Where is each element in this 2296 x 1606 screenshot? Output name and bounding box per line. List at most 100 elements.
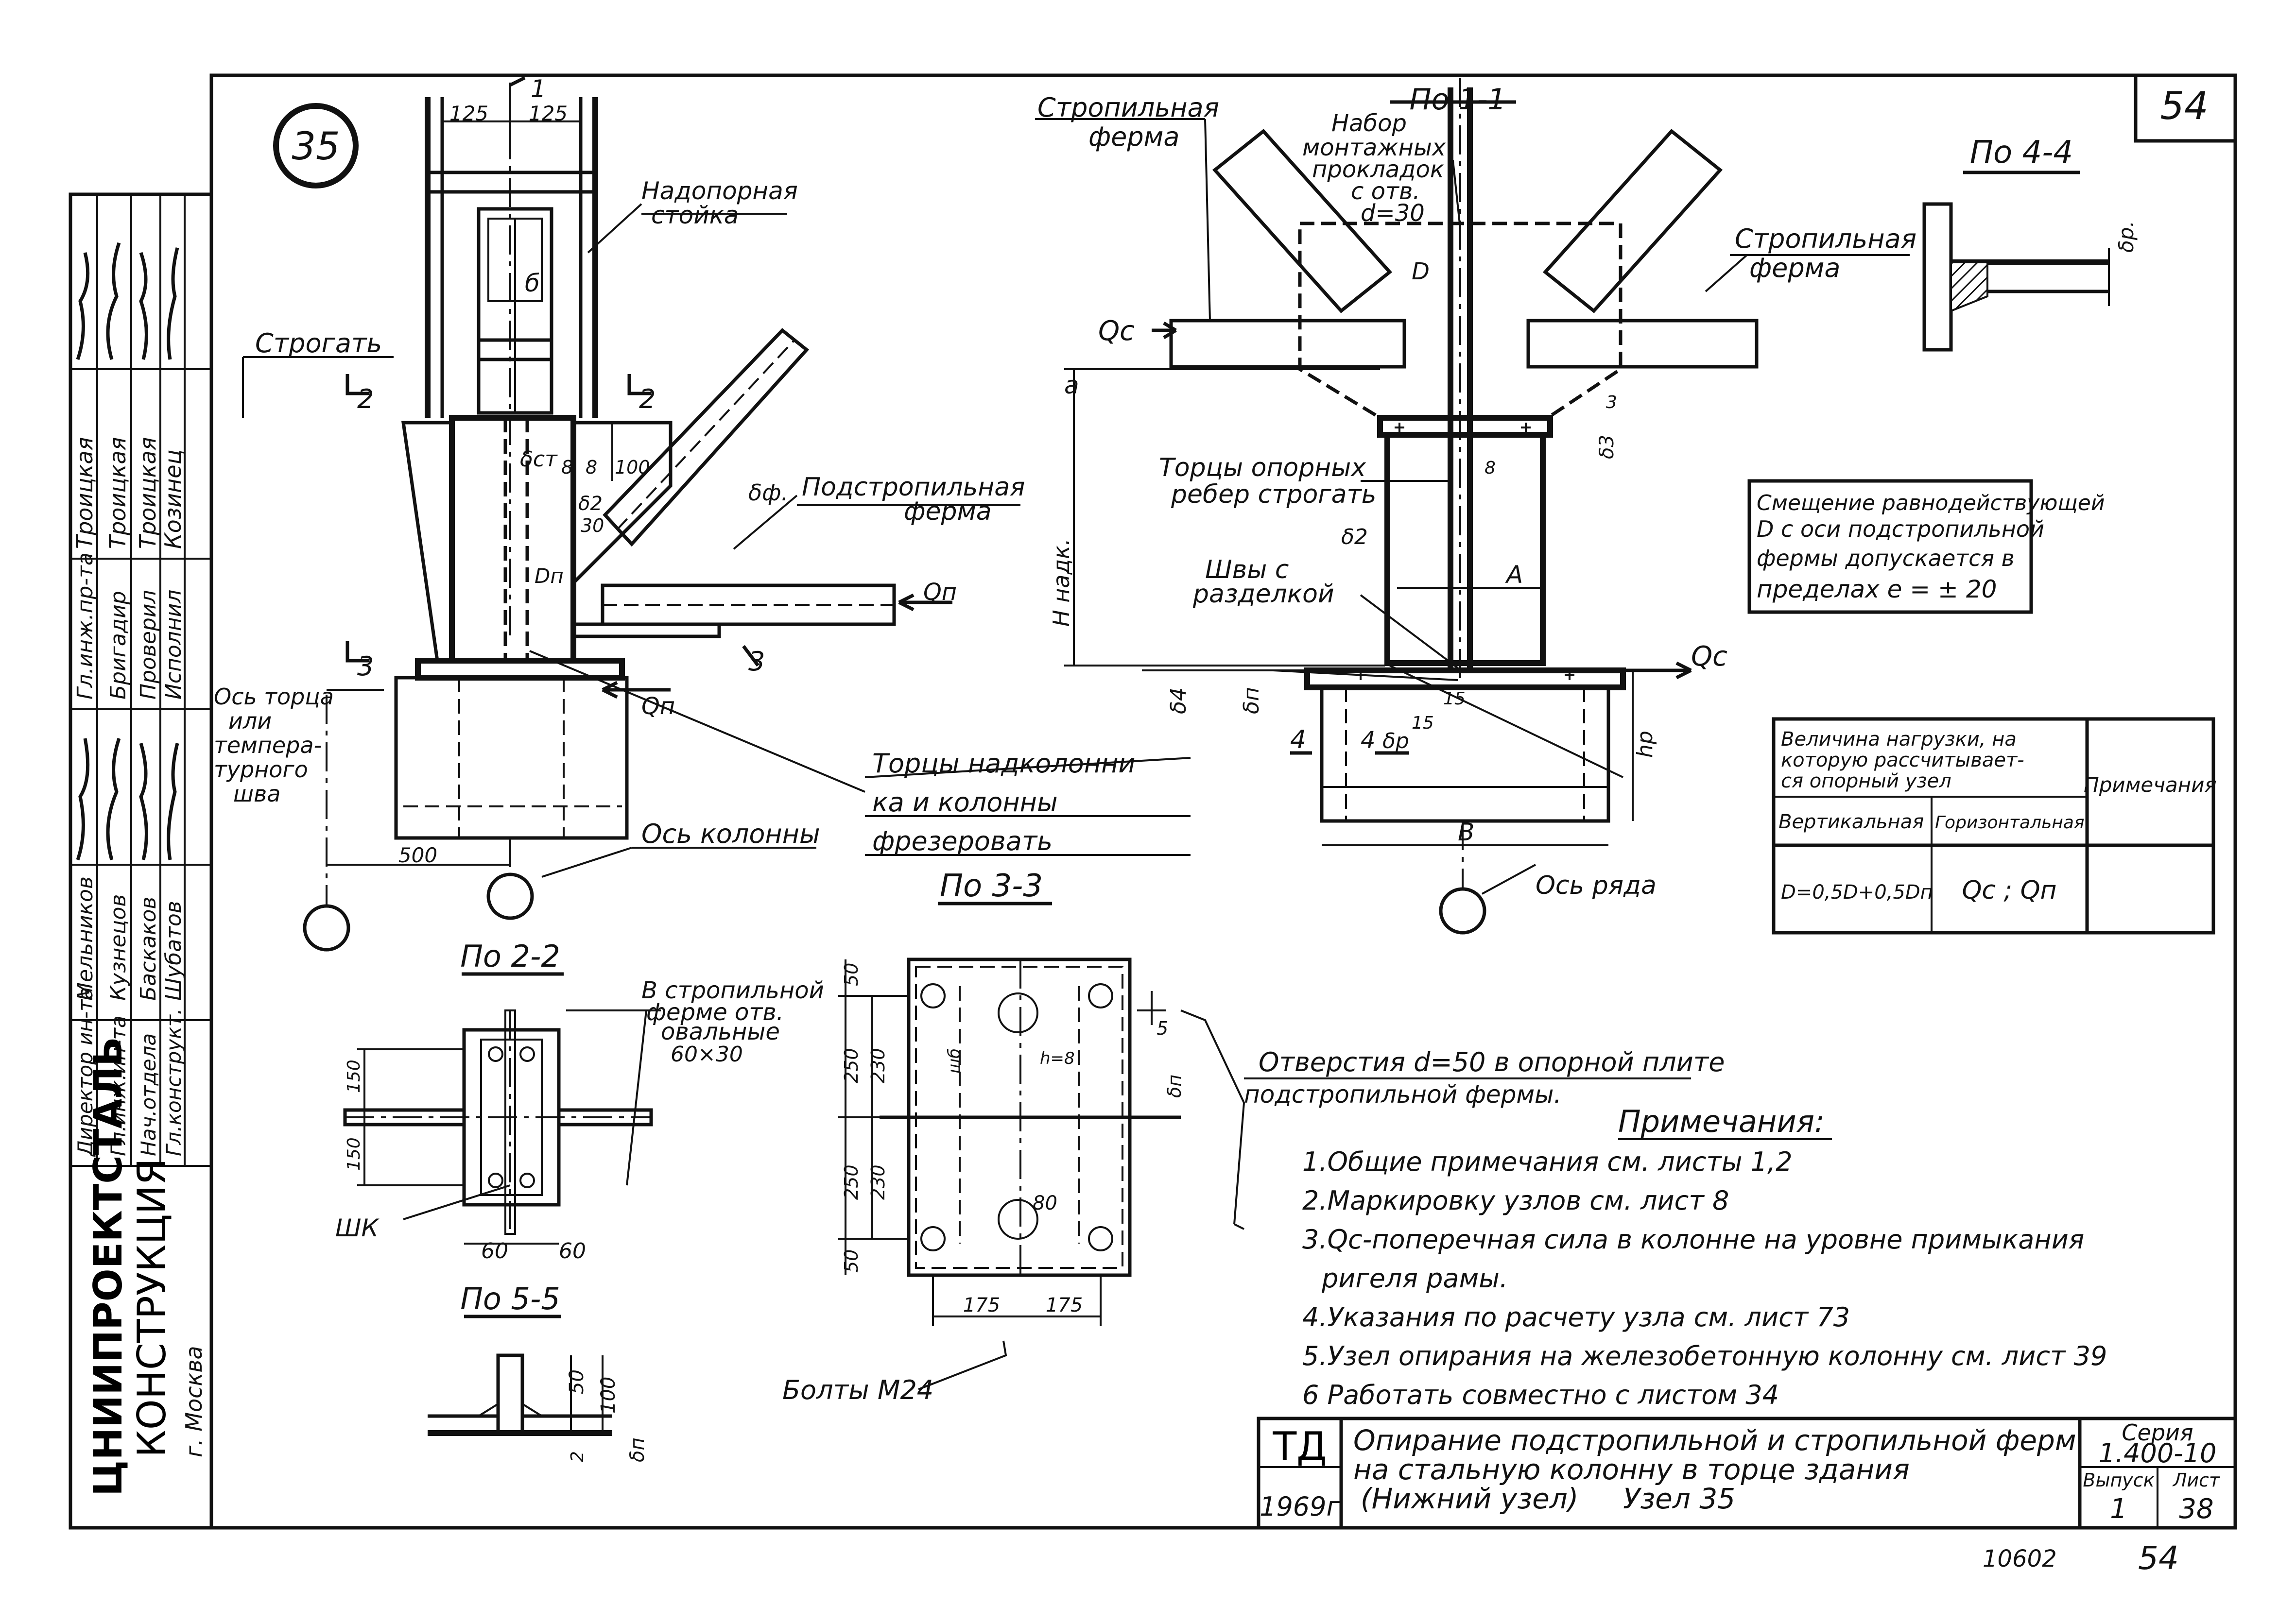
label-torcy-2: ка и колонны bbox=[872, 787, 1058, 818]
label-podstrop-1: Подстропильная bbox=[802, 473, 1025, 502]
label-qp-bottom: Qп bbox=[641, 693, 675, 720]
org-city: г. Москва bbox=[181, 1346, 207, 1457]
drawing-title-1: Опирание подстропильной и стропильной фе… bbox=[1353, 1424, 2076, 1457]
role-8: Гл.конструкт. bbox=[162, 1008, 186, 1156]
sec11-nabor-1: Набор bbox=[1331, 110, 1407, 137]
sec11-nabor-5: d=30 bbox=[1361, 200, 1425, 227]
sec55-dim-2: 2 bbox=[568, 1451, 587, 1462]
series-value: 1.400-10 bbox=[2099, 1438, 2217, 1469]
note-2: 2.Маркировку узлов см. лист 8 bbox=[1302, 1185, 1729, 1216]
table-header-main-3: ся опорный узел bbox=[1781, 770, 1951, 792]
label-strogat: Строгать bbox=[255, 328, 382, 359]
sec11-strop-2: ферма bbox=[1088, 121, 1180, 152]
page-number-bottom: 54 bbox=[2138, 1539, 2179, 1577]
sec11-h-nadk: H надк. bbox=[1048, 538, 1074, 627]
label-os-torca-3: темпера- bbox=[214, 732, 322, 758]
note-box-line3: фермы допускается в bbox=[1757, 545, 2015, 571]
sec11-qc-right: Qc bbox=[1691, 641, 1727, 672]
sec11-sym-a: a bbox=[1064, 371, 1079, 399]
sec11-shvy-2: разделкой bbox=[1192, 580, 1334, 609]
sec11-sym-hp: hр bbox=[1633, 731, 1657, 758]
sec11-strop-r2: ферма bbox=[1749, 253, 1841, 283]
org-name: ЦНИИПРОЕКТСТАЛЬ bbox=[86, 1037, 131, 1496]
note-3: 3.Qc-поперечная сила в колонне на уровне… bbox=[1302, 1224, 2084, 1255]
table-header-horizontal: Горизонтальная bbox=[1935, 813, 2085, 833]
name-8: Шубатов bbox=[161, 901, 186, 1001]
sec22-label-1: В стропильной bbox=[641, 977, 824, 1004]
sec22-dim-60a: 60 bbox=[481, 1239, 508, 1264]
name-3: Троицкая bbox=[135, 437, 161, 549]
dim-100: 100 bbox=[615, 457, 650, 478]
sec11-section-4a: 4 bbox=[1290, 725, 1306, 754]
sec33-label-bolty: Болты М24 bbox=[782, 1375, 933, 1405]
dim-500: 500 bbox=[398, 843, 437, 867]
sec11-sym-sp2: δр bbox=[1382, 729, 1409, 753]
sec33-dim-230b: 230 bbox=[867, 1164, 889, 1200]
dim-30: 30 bbox=[581, 515, 604, 536]
sec11-os-ryada: Ось ряда bbox=[1536, 871, 1657, 900]
section-mark-3a: 3 bbox=[357, 651, 374, 682]
notes-title: Примечания: bbox=[1618, 1104, 1825, 1139]
drawing-title-3: (Нижний узел) bbox=[1361, 1482, 1578, 1515]
dim-125-left: 125 bbox=[449, 102, 488, 125]
node-number: 35 bbox=[292, 125, 340, 169]
section-mark-3b: 3 bbox=[748, 646, 765, 677]
name-1: Троицкая bbox=[71, 437, 98, 549]
name-5: Мельников bbox=[73, 876, 98, 1001]
role-7: Нач.отдела bbox=[137, 1033, 160, 1156]
sec33-dim-5: 5 bbox=[1157, 1018, 1168, 1039]
table-header-main-2: которую рассчитывает- bbox=[1781, 749, 2024, 771]
sec11-title: По 1-1 bbox=[1410, 83, 1506, 117]
sec44-title: По 4-4 bbox=[1970, 135, 2073, 171]
sec11-torcy-2: ребер строгать bbox=[1171, 480, 1376, 509]
sec33-dim-250a: 250 bbox=[841, 1048, 862, 1083]
dim-8b: 8 bbox=[586, 457, 597, 478]
sym-s2: δ2 bbox=[578, 493, 603, 515]
table-cell-horizontal: Qc ; Qп bbox=[1962, 876, 2056, 905]
year: 1969г bbox=[1260, 1491, 1340, 1522]
section-mark-1: 1 bbox=[531, 75, 546, 103]
dim-8a: 8 bbox=[561, 457, 573, 478]
role-6: Гл.инж.ин-та bbox=[106, 1015, 130, 1156]
sec33-dim-80: 80 bbox=[1033, 1192, 1057, 1214]
main-elevation bbox=[242, 76, 1191, 952]
issue-value: 1 bbox=[2110, 1493, 2127, 1525]
section-1-1 bbox=[1035, 78, 1910, 935]
signature-scribbles bbox=[76, 242, 179, 861]
section-3-3: По 3-3 50 bbox=[782, 868, 1691, 1405]
role-3: Проверил bbox=[136, 590, 161, 700]
note-4: 4.Указания по расчету узла см. лист 73 bbox=[1302, 1302, 1850, 1333]
sec33-sym-sp: δп bbox=[1164, 1075, 1185, 1098]
sec11-nabor-2: монтажных bbox=[1302, 134, 1446, 161]
sec11-sym-s4: δ4 bbox=[1166, 687, 1191, 714]
label-os-kolonny: Ось колонны bbox=[641, 819, 820, 849]
sym-dn: Dп bbox=[535, 564, 564, 588]
holes-note-line2: подстропильной фермы. bbox=[1244, 1080, 1561, 1109]
sec22-title: По 2-2 bbox=[460, 939, 560, 974]
sec11-sym-B: В bbox=[1458, 818, 1474, 846]
sec44-sym: δр. bbox=[2114, 221, 2138, 253]
node-number-badge: 35 bbox=[273, 103, 359, 188]
sec11-sym-d: D bbox=[1412, 258, 1430, 285]
sec55-dim-50: 50 bbox=[566, 1369, 588, 1394]
sec11-sym-A: A bbox=[1505, 561, 1523, 589]
sec11-strop-1: Стропильная bbox=[1037, 92, 1219, 123]
series-label: Серия bbox=[2122, 1419, 2193, 1446]
sec22-label-2: ферме отв. bbox=[646, 999, 784, 1026]
dim-125-right: 125 bbox=[529, 102, 568, 125]
sym-sf: δф. bbox=[748, 479, 788, 506]
section-1-1-labels: По 1-1 Стропильная ферма Набор монтажных… bbox=[1037, 83, 1916, 900]
note-6: 6 Работать совместно с листом 34 bbox=[1302, 1380, 1779, 1410]
section-mark-2a: 2 bbox=[357, 384, 374, 414]
sec11-dim-3: 3 bbox=[1606, 393, 1617, 412]
sec11-dim-15b: 15 bbox=[1412, 713, 1434, 733]
note-box-line2: D с оси подстропильной bbox=[1757, 516, 2044, 542]
name-4: Козинец bbox=[160, 449, 186, 549]
issue-label: Выпуск bbox=[2083, 1469, 2154, 1491]
sec11-torcy-1: Торцы опорных bbox=[1159, 453, 1366, 482]
section-5-5: По 5-5 50 100 2 δп bbox=[428, 1281, 649, 1462]
sec11-sym-s3: δ3 bbox=[1596, 435, 1618, 459]
table-header-main-1: Величина нагрузки, на bbox=[1781, 728, 2017, 751]
drawing-title-2: на стальную колонну в торце здания bbox=[1353, 1453, 1910, 1486]
section-4-4: По 4-4 δр. bbox=[1922, 135, 2138, 352]
